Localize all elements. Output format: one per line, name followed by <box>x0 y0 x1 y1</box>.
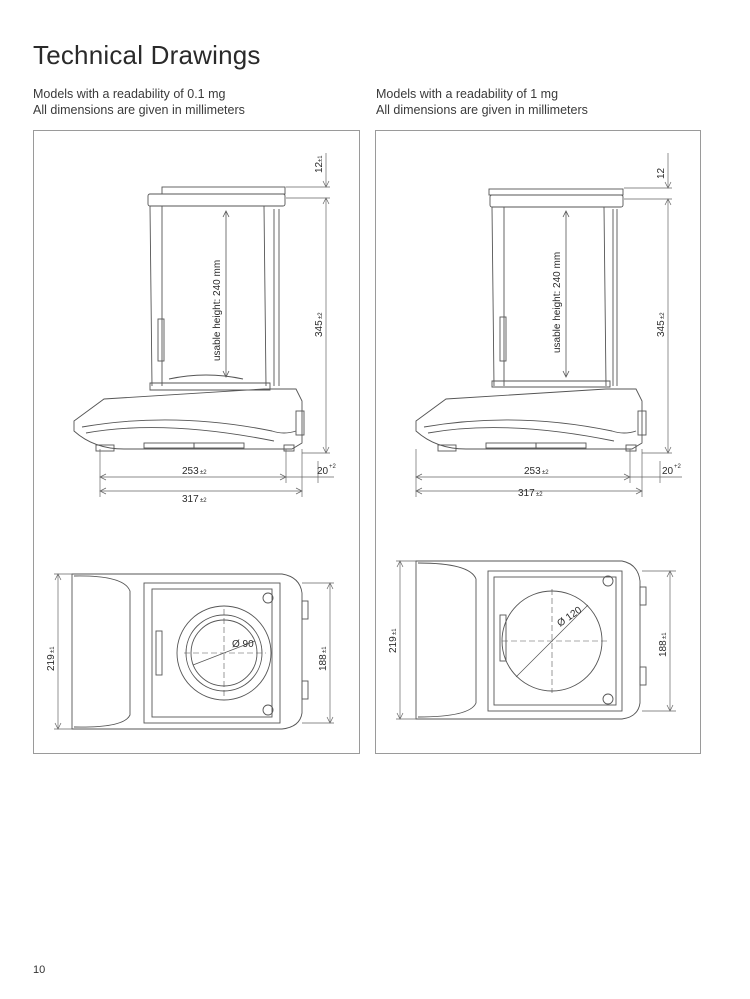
left-technical-drawing: usable height: 240 mm 12 ±1 345 ±2 253 ±… <box>46 153 337 730</box>
right-shield-front <box>491 206 505 387</box>
page-title: Technical Drawings <box>33 40 261 70</box>
left-usable-height-label: usable height: 240 mm <box>212 260 223 361</box>
right-door-handle <box>499 316 507 362</box>
right-base-body <box>415 388 643 450</box>
right-caption-readability: Models with a readability of 1 mg <box>376 87 559 101</box>
right-pan-diameter: Ø 120 <box>555 605 584 630</box>
left-pan-base <box>149 382 271 391</box>
right-rear-value: 20 <box>662 466 674 477</box>
left-pan-diameter: Ø 90 <box>232 639 254 650</box>
right-chamber-width-tol: ±1 <box>662 632 668 639</box>
left-drawing-panel: usable height: 240 mm 12 ±1 345 ±2 253 ±… <box>33 130 360 754</box>
left-top-cover <box>161 186 286 195</box>
left-rear-foot <box>283 444 295 452</box>
left-width-tol: ±1 <box>50 646 56 653</box>
left-depth-tol: ±2 <box>200 498 207 504</box>
left-shield-rear <box>263 205 280 387</box>
right-pan <box>491 380 611 388</box>
left-foot-span-tol: ±2 <box>200 470 207 476</box>
left-top-gap-value: 12 <box>314 161 325 173</box>
right-shield-rear <box>603 206 618 387</box>
right-top-cover <box>488 188 624 196</box>
right-caption-units: All dimensions are given in millimeters <box>376 103 588 117</box>
left-height-value: 345 <box>314 320 325 337</box>
left-base-body <box>73 388 303 450</box>
right-chamber-width-value: 188 <box>658 640 669 657</box>
right-foot-span-tol: ±2 <box>542 470 549 476</box>
left-shield-front <box>149 205 163 387</box>
left-width-value: 219 <box>46 654 57 671</box>
right-front-foot <box>437 444 457 452</box>
left-chamber-width-value: 188 <box>318 654 329 671</box>
right-depth-value: 317 <box>518 488 535 499</box>
right-drawing-panel: usable height: 240 mm 12 345 ±2 253 ±2 3… <box>375 130 701 754</box>
right-top-frame <box>489 194 624 208</box>
left-door-handle <box>157 318 165 362</box>
right-rear-tol: +2 <box>674 464 682 470</box>
left-depth-value: 317 <box>182 494 199 505</box>
left-foot-span-value: 253 <box>182 466 199 477</box>
right-foot-span-value: 253 <box>524 466 541 477</box>
right-height-tol: ±2 <box>660 312 666 319</box>
left-front-foot <box>95 444 115 452</box>
left-rear-tol: +2 <box>329 464 337 470</box>
left-caption-units: All dimensions are given in millimeters <box>33 103 245 117</box>
right-rear-foot <box>625 444 637 452</box>
right-depth-tol: ±2 <box>536 492 543 498</box>
right-height-value: 345 <box>656 320 667 337</box>
right-top-view <box>415 560 647 720</box>
left-caption-readability: Models with a readability of 0.1 mg <box>33 87 226 101</box>
left-top-view <box>71 573 309 730</box>
left-caption: Models with a readability of 0.1 mg All … <box>33 86 245 118</box>
right-top-gap-value: 12 <box>656 167 667 179</box>
left-top-gap-tol: ±1 <box>318 155 324 162</box>
right-width-tol: ±1 <box>392 628 398 635</box>
left-chamber-width-tol: ±1 <box>322 646 328 653</box>
left-top-frame <box>147 193 286 207</box>
right-technical-drawing: usable height: 240 mm 12 345 ±2 253 ±2 3… <box>388 153 682 720</box>
left-rear-value: 20 <box>317 466 329 477</box>
left-height-tol: ±2 <box>318 312 324 319</box>
right-usable-height-label: usable height: 240 mm <box>552 252 563 353</box>
right-width-value: 219 <box>388 636 399 653</box>
page-number: 10 <box>33 964 46 976</box>
right-caption: Models with a readability of 1 mg All di… <box>376 86 588 118</box>
left-pan <box>168 374 244 380</box>
